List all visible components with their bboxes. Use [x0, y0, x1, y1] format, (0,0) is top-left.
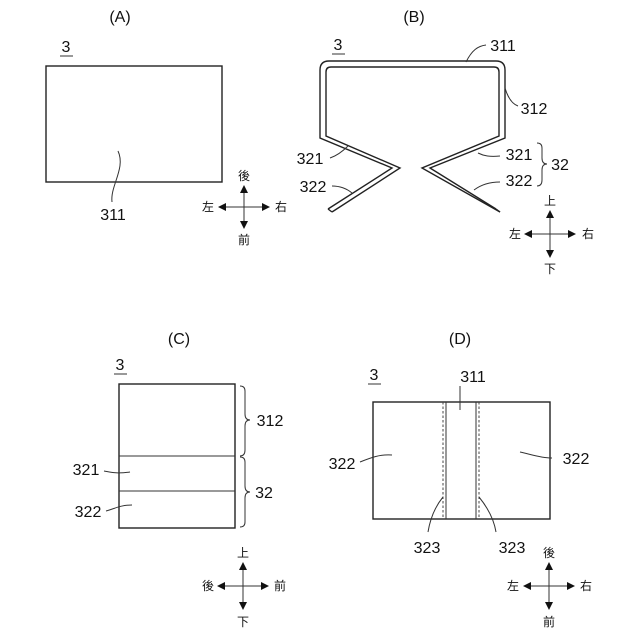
panel-b-label-312: 312	[521, 101, 548, 118]
compass-c-up: 上	[237, 546, 249, 560]
compass-a-down: 前	[238, 232, 250, 247]
compass-b-down: 下	[544, 262, 556, 276]
panel-b-leader-311	[466, 45, 486, 62]
compass-d-up: 後	[543, 546, 555, 560]
compass-b: 上 下 左 右	[509, 194, 594, 276]
panel-c-title: (C)	[168, 331, 190, 348]
panel-a-ref-numeral: 3	[62, 39, 71, 56]
panel-b-leader-322-left	[332, 186, 352, 193]
compass-c: 上 下 後 前	[202, 546, 286, 629]
compass-b-left: 左	[509, 226, 521, 241]
panel-a-leader-311	[112, 151, 120, 202]
compass-a-up: 後	[238, 169, 250, 183]
panel-b-leader-321-right	[478, 153, 500, 156]
panel-b-end-left	[328, 209, 332, 212]
panel-b-brace-32	[537, 143, 547, 186]
panel-d-label-323-left: 323	[414, 540, 441, 557]
compass-a-right: 右	[275, 199, 287, 214]
panel-c-label-312: 312	[257, 413, 284, 430]
compass-d: 後 前 左 右	[507, 546, 592, 629]
panel-d-label-323-right: 323	[499, 540, 526, 557]
panel-a: (A) 3 311	[46, 9, 222, 224]
panel-b-leader-322-right	[474, 182, 500, 190]
panel-c-label-32: 32	[255, 485, 273, 502]
panel-c-ref-numeral: 3	[116, 357, 125, 374]
panel-d-leader-323-right	[479, 497, 496, 532]
panel-d-leader-322-left	[360, 455, 392, 462]
compass-b-up: 上	[544, 194, 556, 208]
panel-b-label-322-right: 322	[506, 173, 533, 190]
panel-c: (C) 3 312 32 321 322	[73, 331, 284, 528]
panel-d-unfolded-sheet	[373, 402, 550, 519]
panel-b: (B) 3 311 312 321 322 321 322 32	[297, 9, 569, 212]
panel-a-top-plate	[46, 66, 222, 182]
panel-a-label-311: 311	[100, 207, 126, 224]
panel-b-ref-numeral: 3	[334, 37, 343, 54]
panel-d-leader-322-right	[520, 452, 552, 458]
panel-c-leader-321	[104, 471, 130, 473]
compass-b-right: 右	[582, 226, 594, 241]
panel-b-leader-312	[505, 88, 518, 106]
compass-d-down: 前	[543, 614, 555, 629]
compass-c-right: 前	[274, 578, 286, 593]
panel-b-label-321-right: 321	[506, 147, 533, 164]
panel-c-brace-312	[240, 386, 250, 456]
panel-b-sheet-outer	[320, 61, 505, 209]
compass-a: 後 前 左 右	[202, 169, 287, 247]
panel-d-title: (D)	[449, 331, 471, 348]
panel-a-title: (A)	[109, 9, 130, 26]
panel-c-brace-32	[240, 457, 250, 527]
panel-b-label-321-left: 321	[297, 151, 324, 168]
compass-c-left: 後	[202, 579, 214, 593]
panel-d-leader-323-left	[428, 497, 443, 532]
compass-c-down: 下	[237, 615, 249, 629]
panel-b-title: (B)	[403, 9, 424, 26]
panel-b-label-32: 32	[551, 157, 569, 174]
panel-b-sheet-inner	[326, 67, 500, 212]
panel-c-label-321: 321	[73, 462, 100, 479]
panel-c-label-322: 322	[75, 504, 102, 521]
panel-b-label-311: 311	[490, 38, 516, 55]
panel-d-label-322-left: 322	[329, 456, 356, 473]
panel-d-ref-numeral: 3	[370, 367, 379, 384]
panel-d: (D) 3 311 322 322 323 323	[329, 331, 590, 557]
panel-d-label-322-right: 322	[563, 451, 590, 468]
panel-d-label-311: 311	[460, 369, 486, 386]
compass-d-left: 左	[507, 578, 519, 593]
panel-b-label-322-left: 322	[300, 179, 327, 196]
compass-d-right: 右	[580, 578, 592, 593]
compass-a-left: 左	[202, 199, 214, 214]
